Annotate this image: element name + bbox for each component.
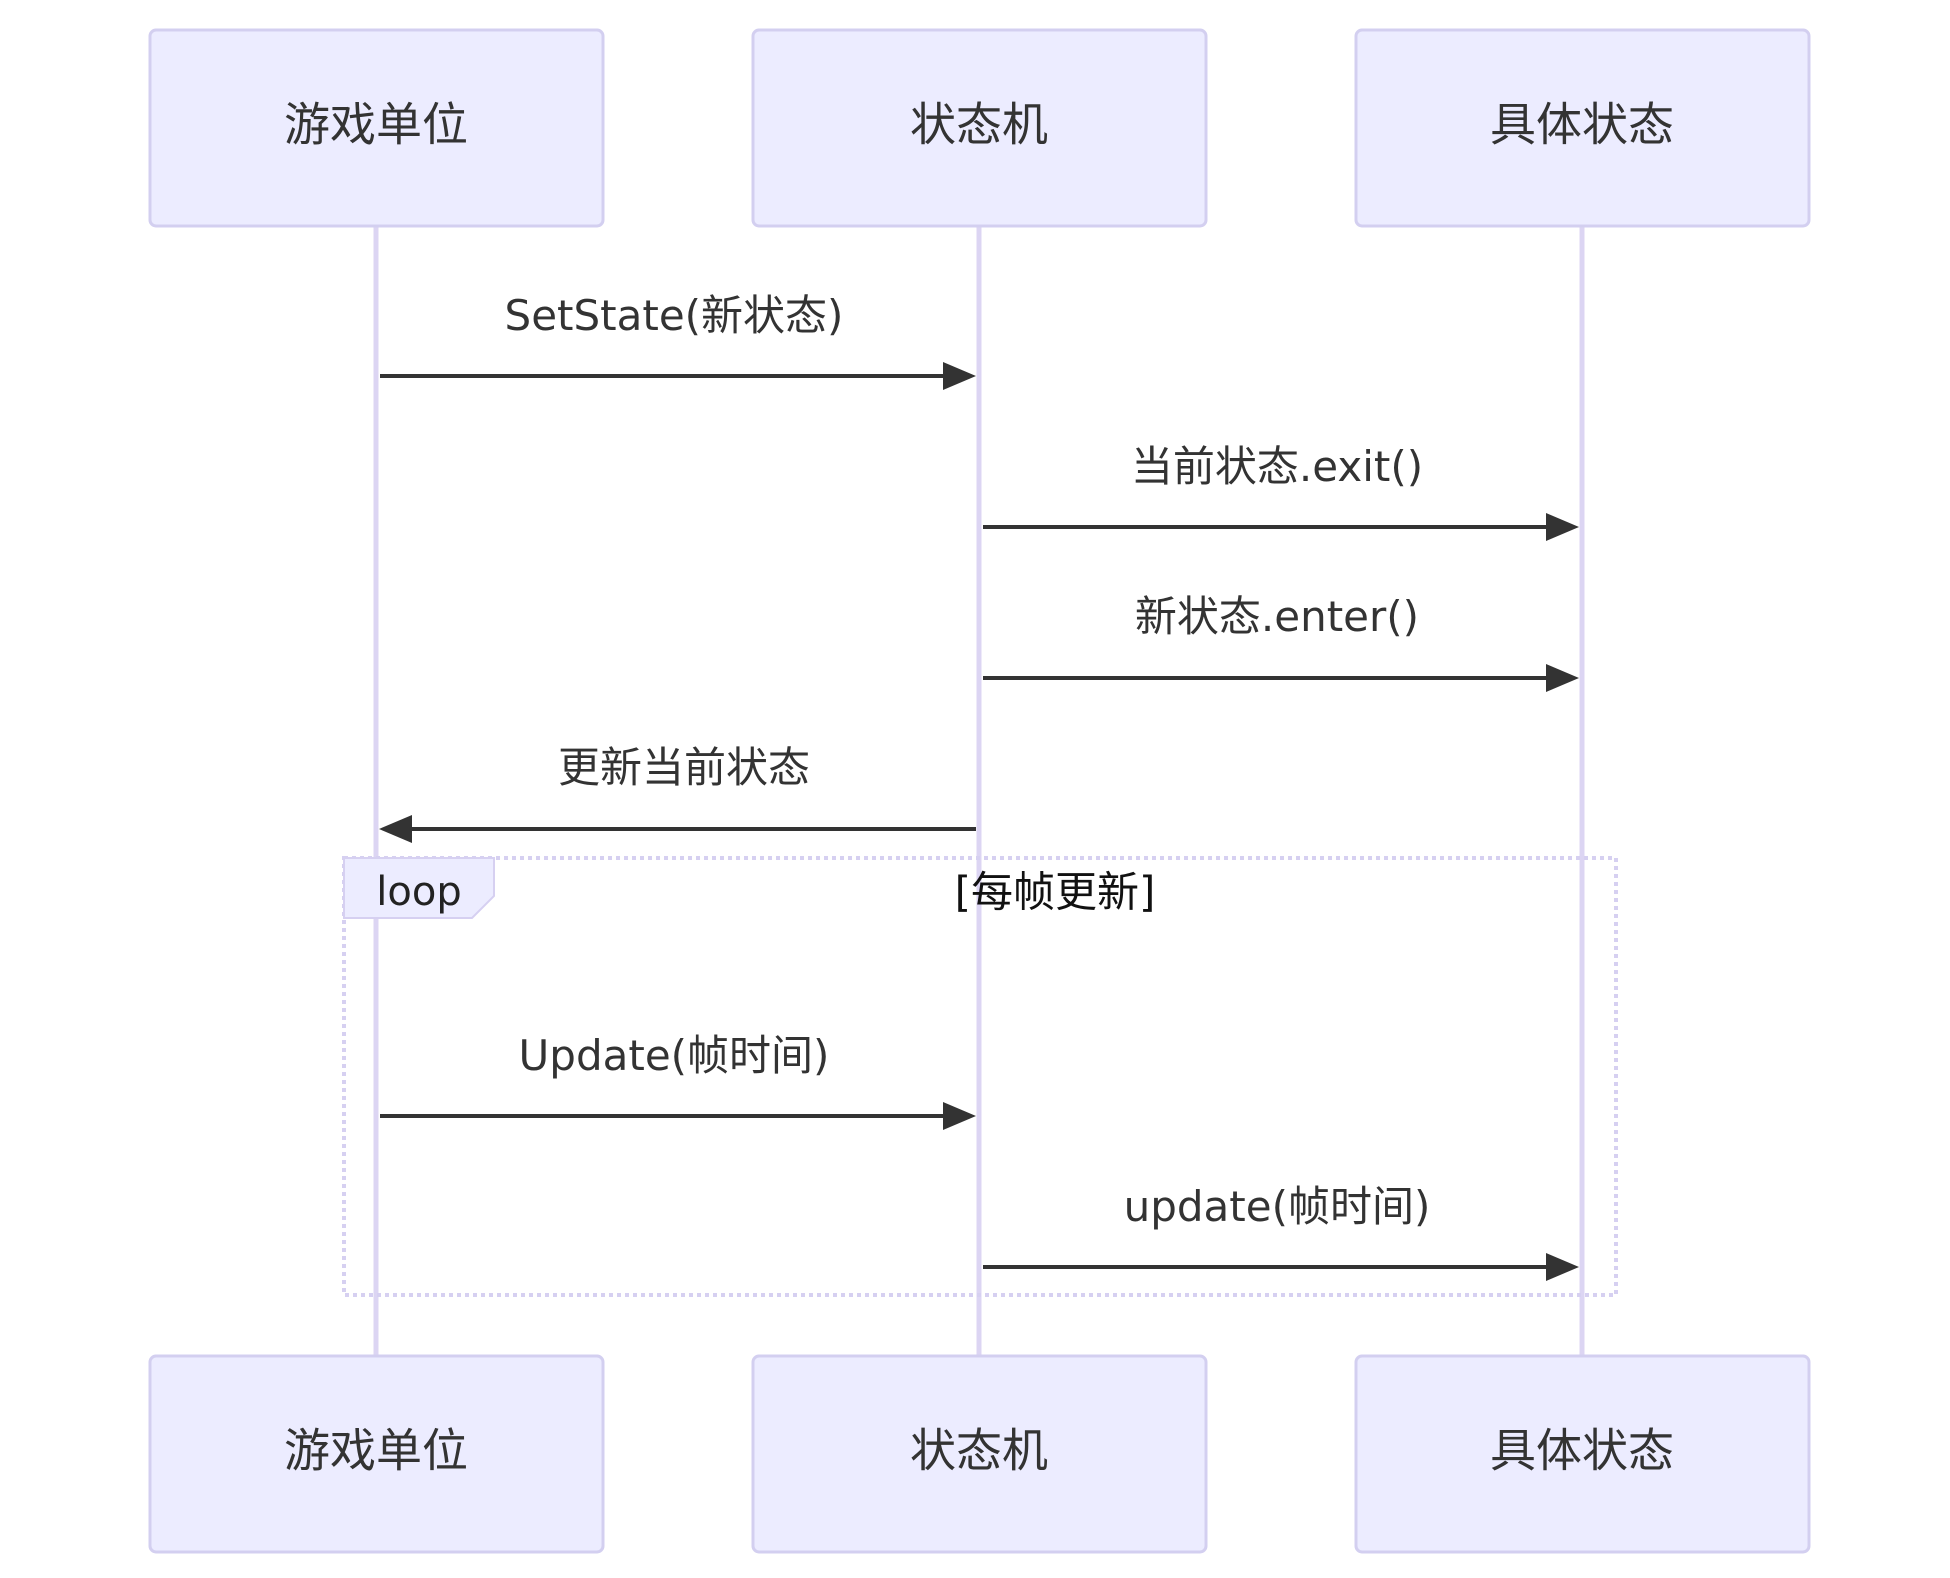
message-update-unit: Update(帧时间) [380,1031,976,1130]
participant-state-top: 具体状态 [1354,28,1811,228]
participant-label: 状态机 [910,98,1048,152]
participant-unit-top: 游戏单位 [148,28,605,228]
message-update-current-state: 更新当前状态 [379,743,976,843]
participant-label: 游戏单位 [284,1424,468,1478]
message-label: SetState(新状态) [505,291,844,340]
message-label: 更新当前状态 [558,743,810,792]
message-set-state: SetState(新状态) [380,291,976,390]
participant-fsm-top: 状态机 [751,28,1208,228]
message-update-state: update(帧时间) [983,1182,1579,1281]
loop-frame: loop [每帧更新] [342,856,1618,1297]
message-label: 当前状态.exit() [1131,442,1423,491]
participant-label: 具体状态 [1490,98,1674,152]
participant-state-bottom: 具体状态 [1354,1354,1811,1554]
loop-tab [343,857,495,919]
message-enter: 新状态.enter() [983,592,1579,692]
arrowhead [1546,1253,1579,1281]
message-label: 新状态.enter() [1135,592,1419,641]
participant-label: 游戏单位 [284,98,468,152]
participant-label: 状态机 [910,1424,1048,1478]
participant-fsm-bottom: 状态机 [751,1354,1208,1554]
message-label: Update(帧时间) [519,1031,830,1080]
arrowhead [1546,513,1579,541]
message-label: update(帧时间) [1124,1182,1431,1231]
participant-label: 具体状态 [1490,1424,1674,1478]
loop-label: loop [376,869,461,915]
arrowhead [1546,664,1579,692]
arrowhead [379,815,412,843]
loop-condition: [每帧更新] [955,868,1156,917]
arrowhead [943,362,976,390]
message-exit: 当前状态.exit() [983,442,1579,541]
arrowhead [943,1102,976,1130]
participant-unit-bottom: 游戏单位 [148,1354,605,1554]
